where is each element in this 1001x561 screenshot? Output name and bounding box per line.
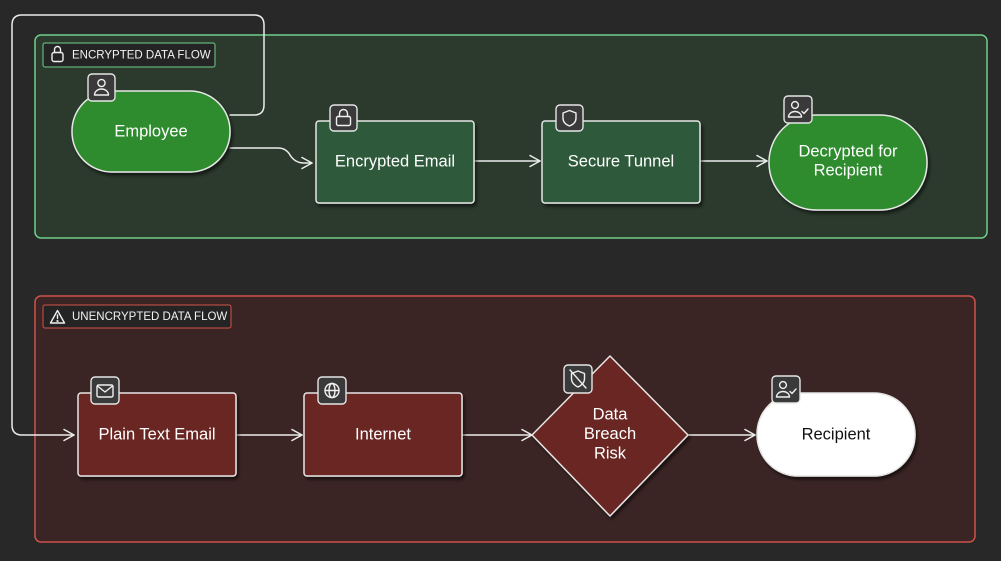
node-secure-tunnel[interactable]: Secure Tunnel [541,104,701,204]
encrypted-group-label: ENCRYPTED DATA FLOW [72,50,211,62]
user-check-icon [783,95,813,124]
edges [11,14,768,442]
node-plain-text-email[interactable]: Plain Text Email [77,376,237,477]
unencrypted-data-flow-group: UNENCRYPTED DATA FLOW [34,295,976,543]
data-breach-risk-label-line1: Data [593,405,629,423]
lock-icon [329,104,358,132]
plain-text-email-label: Plain Text Email [98,425,215,443]
unencrypted-group-tag [42,304,232,329]
decrypted-for-recipient-label-line2: Recipient [814,161,883,179]
data-breach-risk-label-line3: Risk [594,444,627,462]
user-check-icon [771,375,801,404]
warning-icon [49,309,66,324]
shield-icon [555,104,584,132]
unencrypted-group-label: UNENCRYPTED DATA FLOW [72,311,227,323]
employee-label: Employee [114,122,187,140]
internet-label: Internet [355,425,411,443]
encrypted-group-tag [42,42,216,68]
recipient-label: Recipient [802,425,871,443]
shield-off-icon [563,364,593,394]
mail-icon [90,376,120,405]
user-icon [87,73,116,102]
lock-icon [51,45,64,63]
edge-employee-to-encrypted-email [229,147,313,170]
node-data-breach-risk[interactable]: Data Breach Risk [531,355,689,517]
decrypted-for-recipient-label-line1: Decrypted for [798,142,898,160]
encrypted-data-flow-group: ENCRYPTED DATA FLOW [34,34,988,239]
node-recipient[interactable]: Recipient [756,375,916,477]
unencrypted-group-box [34,295,976,543]
node-internet[interactable]: Internet [303,376,463,477]
data-breach-risk-label-line2: Breach [584,425,636,443]
node-encrypted-email[interactable]: Encrypted Email [315,104,475,204]
encrypted-email-label: Encrypted Email [335,152,455,170]
node-employee[interactable]: Employee [71,73,231,173]
secure-tunnel-label: Secure Tunnel [568,152,674,170]
edge-employee-to-plain-text-email [11,14,265,442]
encrypted-group-box [34,34,988,239]
globe-icon [317,376,347,405]
node-decrypted-for-recipient[interactable]: Decrypted for Recipient [768,95,928,211]
